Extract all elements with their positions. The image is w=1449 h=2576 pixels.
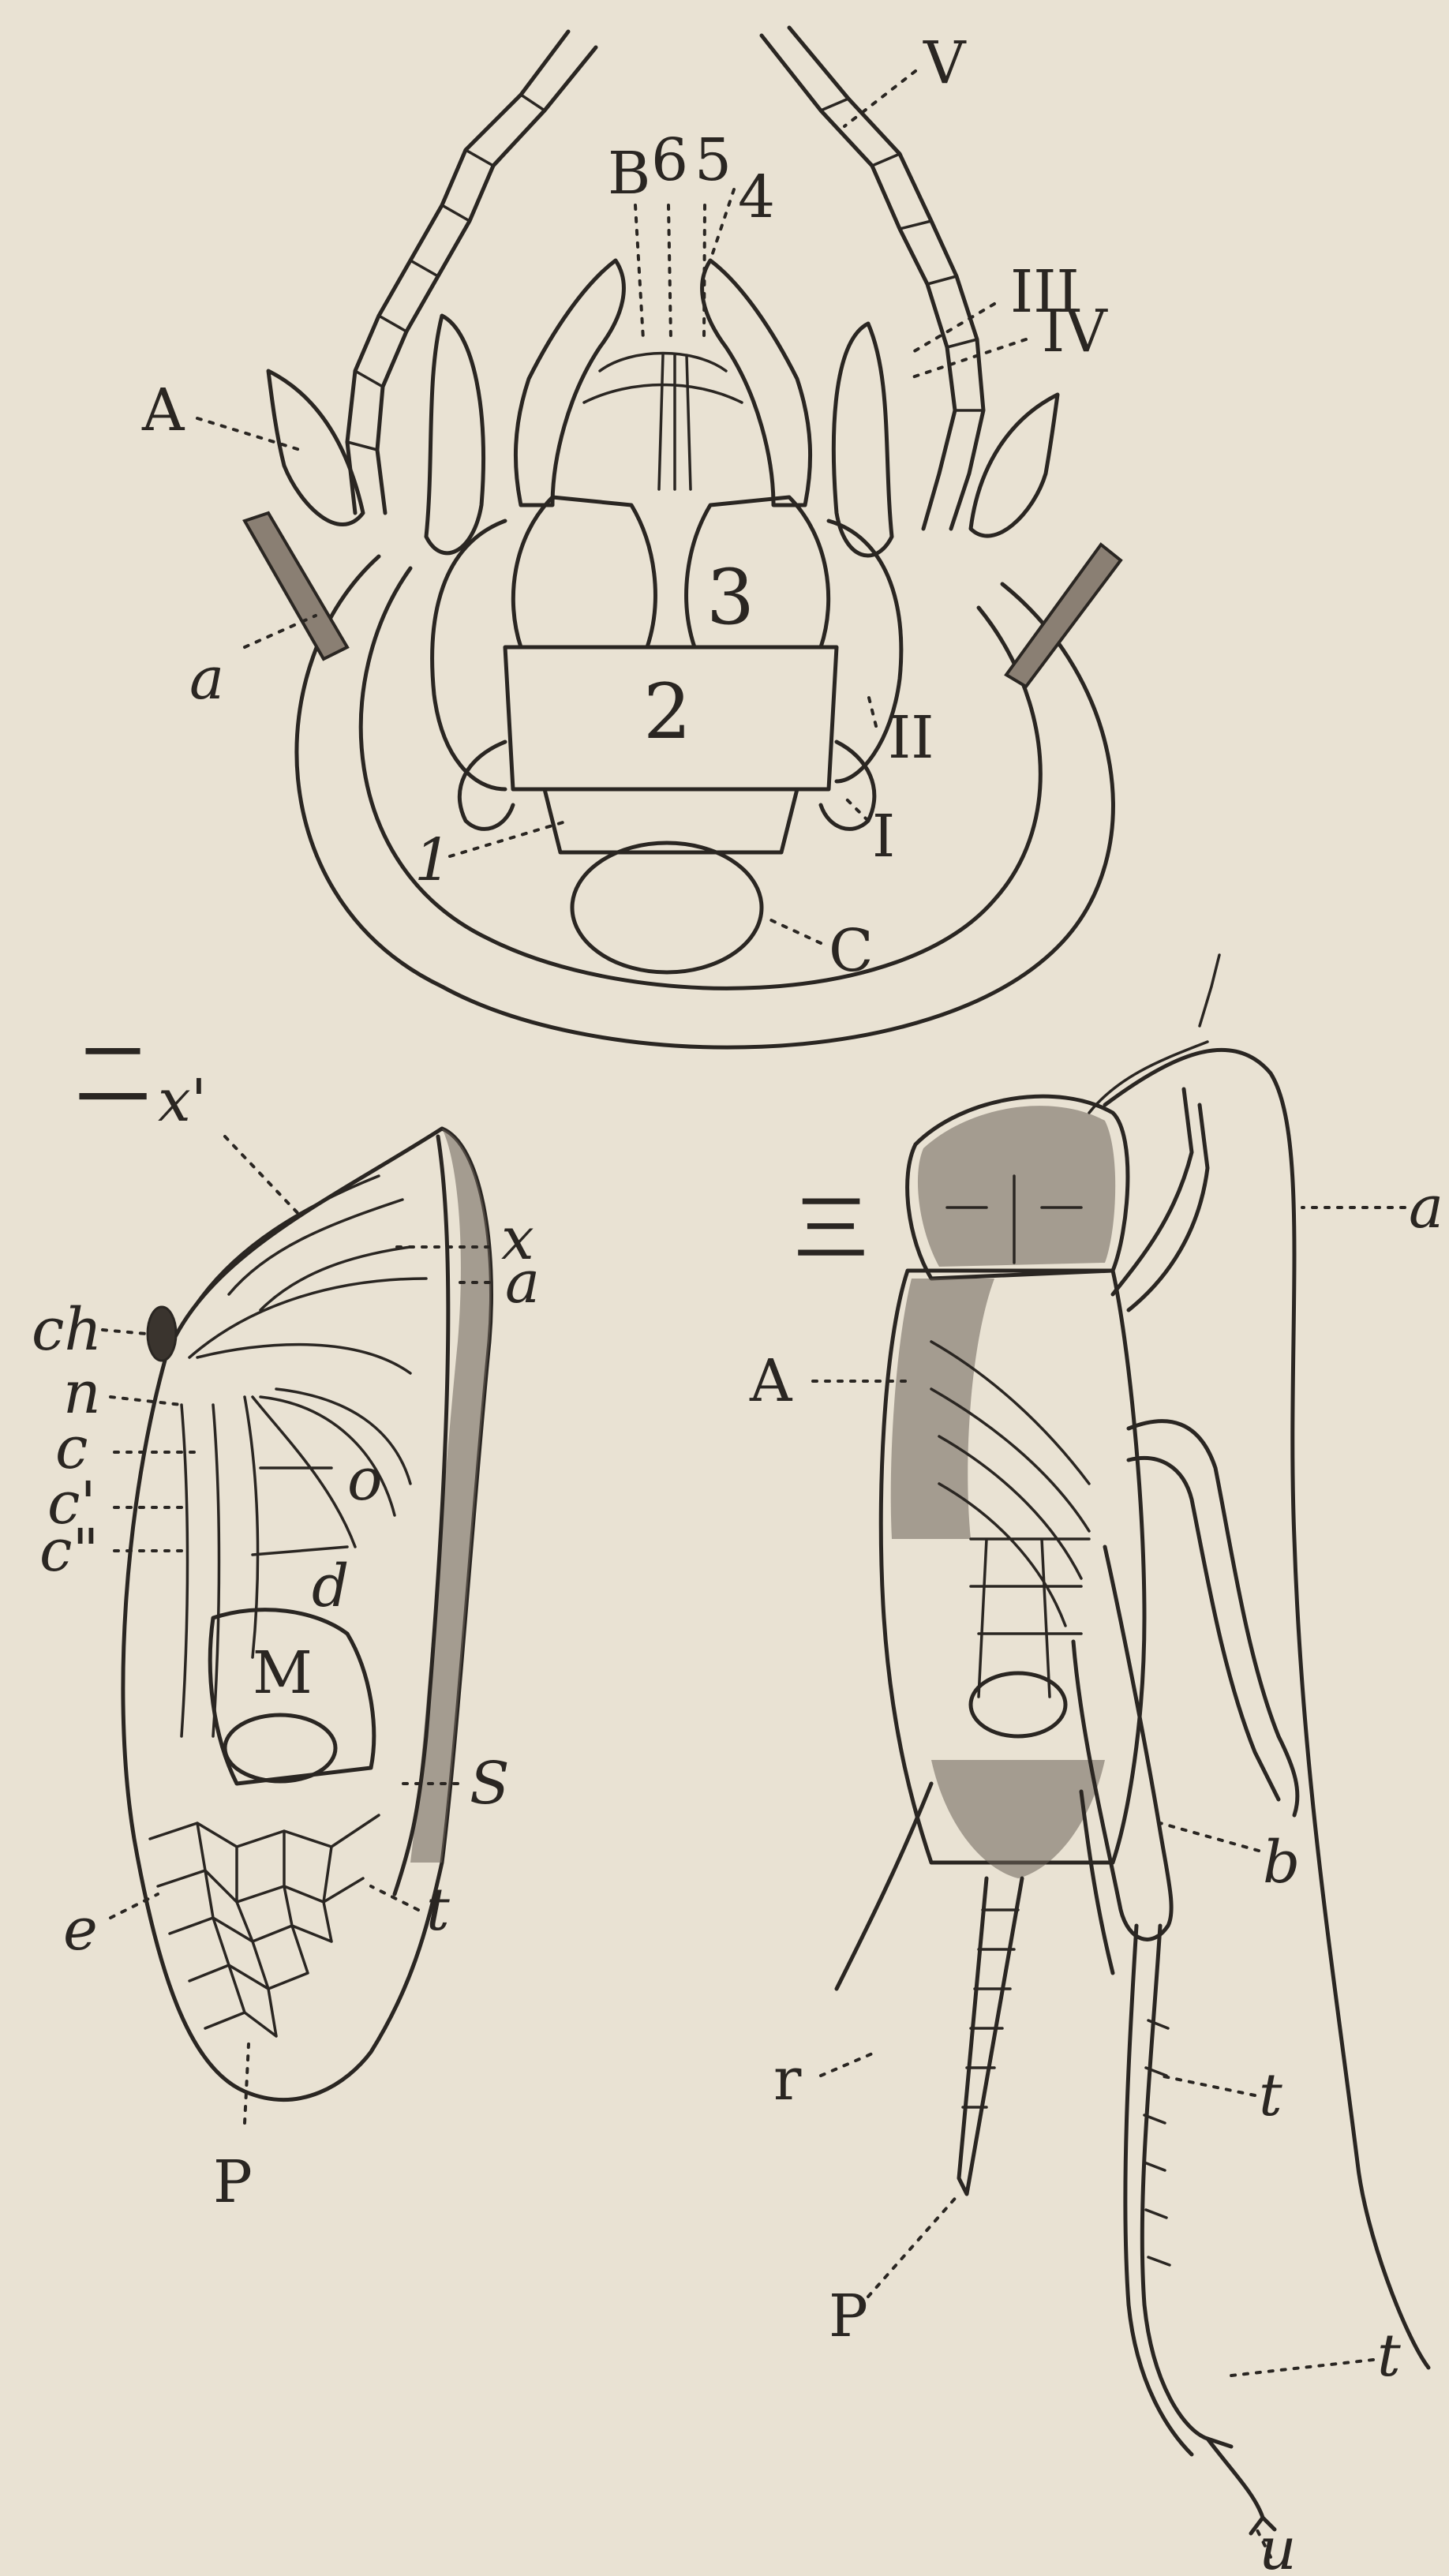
label-A: A — [141, 376, 185, 444]
label-d: d — [312, 1552, 349, 1620]
insect-antenna-short — [1089, 955, 1219, 1113]
insect-cercus-right — [1081, 1792, 1113, 1973]
insect-body-shading — [891, 1279, 994, 1539]
label-V: V — [923, 29, 967, 97]
left-palp — [426, 316, 484, 553]
ligula-lines — [584, 354, 742, 490]
insect-hind-tibia — [1142, 1926, 1231, 2447]
plate-c — [572, 843, 762, 972]
insect-hind-femur — [1073, 1547, 1171, 1939]
insect-wing-oval — [971, 1673, 1065, 1736]
insect-ovipositor — [959, 1878, 1022, 2194]
wing-mirror-oval — [225, 1715, 335, 1781]
label-6: 6 — [651, 126, 688, 194]
label-M: M — [253, 1639, 313, 1707]
left-antenna-segments — [347, 95, 545, 450]
figure-2-wing: 二 x' x a ch n c c' c" o d M S e t P — [32, 1031, 540, 2216]
insect-head-shading — [918, 1106, 1115, 1267]
label-P-wing: P — [213, 2148, 253, 2216]
label-A-insect: A — [749, 1347, 793, 1415]
figure-2-leaders — [103, 1136, 489, 2123]
label-S: S — [470, 1750, 510, 1818]
label-x-prime: x' — [158, 1067, 207, 1135]
label-t2-insect: t — [1377, 2322, 1401, 2390]
label-1: 1 — [414, 826, 451, 894]
label-c-dprime: c" — [39, 1517, 99, 1585]
right-labial-palp — [702, 260, 811, 505]
insect-cercus-left — [837, 1784, 931, 1989]
insect-middle-leg — [1129, 1421, 1297, 1815]
label-II: II — [888, 704, 934, 772]
label-a: a — [189, 645, 224, 713]
label-a-wing: a — [505, 1249, 540, 1316]
left-antenna-outer — [377, 47, 596, 513]
figure-2-number: 二 — [75, 1031, 151, 1119]
label-a-insect: a — [1409, 1174, 1443, 1241]
plate-3-left — [513, 497, 655, 647]
label-e: e — [63, 1896, 98, 1964]
label-u-insect: u — [1259, 2515, 1297, 2576]
insect-middle-leg-inner — [1129, 1458, 1279, 1799]
right-antenna-segments — [821, 99, 983, 410]
figure-3-insect: 三 a A — [749, 955, 1443, 2576]
label-4: 4 — [738, 163, 775, 231]
label-t-wing: t — [426, 1876, 450, 1944]
wing-ch-spot — [148, 1307, 176, 1361]
label-o: o — [347, 1446, 383, 1514]
head-shield-outline — [297, 556, 1113, 1047]
label-I: I — [872, 803, 895, 871]
left-hatched-appendage — [245, 513, 347, 659]
label-t1-insect: t — [1259, 2061, 1282, 2129]
label-IV: IV — [1042, 298, 1108, 365]
figure-3-number: 三 — [793, 1185, 869, 1273]
label-b-insect: b — [1263, 1829, 1300, 1896]
label-3: 3 — [706, 553, 754, 642]
left-labial-palp — [515, 260, 623, 505]
label-C: C — [829, 917, 874, 985]
label-2: 2 — [643, 668, 691, 756]
insect-tibia-spines — [1144, 2020, 1170, 2265]
right-hatched-appendage — [1006, 545, 1121, 687]
label-r-insect: r — [773, 2046, 802, 2114]
right-palp — [833, 324, 892, 556]
wing-reticulation — [150, 1815, 379, 2036]
label-P-insect: P — [829, 2282, 868, 2350]
label-B: B — [608, 140, 650, 208]
label-ch: ch — [32, 1296, 102, 1364]
label-5: 5 — [695, 126, 732, 194]
figure-1-head-ventral: V B 6 5 4 III IV A a 3 2 II I 1 C — [141, 28, 1121, 1047]
